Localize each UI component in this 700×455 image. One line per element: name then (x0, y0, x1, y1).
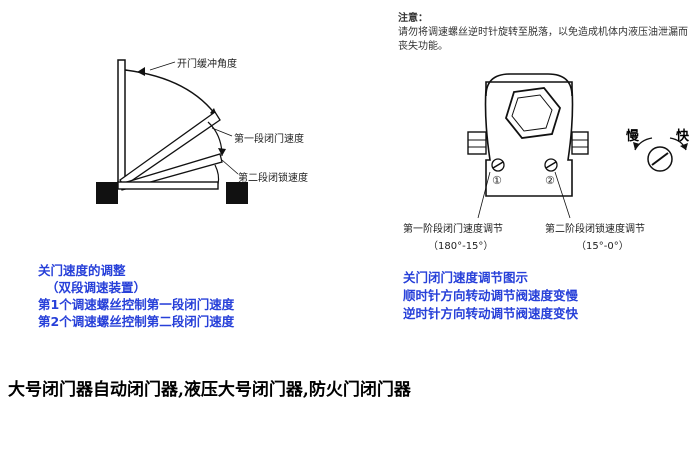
left-text-line4: 第2个调速螺丝控制第二段闭门速度 (38, 314, 235, 329)
left-text-line3: 第1个调速螺丝控制第一段闭门速度 (38, 297, 235, 312)
fast-label: 快 (676, 129, 690, 144)
product-caption: 大号闭门器自动闭门器,液压大号闭门器,防火门闭门器 (8, 380, 411, 400)
slow-label: 慢 (626, 129, 640, 144)
marker-2: ② (545, 174, 555, 187)
door-frame-left (96, 182, 118, 204)
valve1-label: 第一阶段闭门速度调节 (403, 224, 503, 235)
right-text-line3: 逆时针方向转动调节阀速度变快 (403, 306, 579, 321)
left-text-line1: 关门速度的调整 (38, 263, 126, 278)
valve2-label: 第二阶段闭锁速度调节 (545, 224, 645, 235)
left-text-line2: （双段调速装置） (46, 280, 147, 295)
note-title: 注意： (398, 13, 428, 24)
note-body: 请勿将调速螺丝逆时针旋转至脱落，以免造成机体内液压油泄漏而丧失功能。 (398, 27, 688, 52)
door-frame-right (226, 182, 248, 204)
valve1-range: （180°-15°） (428, 241, 494, 252)
label-open-buffer-angle: 开门缓冲角度 (177, 59, 237, 70)
right-text-line2: 顺时针方向转动调节阀速度变慢 (403, 288, 579, 303)
right-text-line1: 关门闭门速度调节图示 (403, 270, 529, 285)
right-nut (571, 131, 589, 155)
valve2-range: （15°-0°） (576, 241, 629, 252)
marker-1: ① (492, 174, 502, 187)
label-stage2-speed: 第二段闭锁速度 (238, 173, 308, 184)
label-stage1-speed: 第一段闭门速度 (234, 134, 304, 145)
left-nut (467, 131, 487, 155)
